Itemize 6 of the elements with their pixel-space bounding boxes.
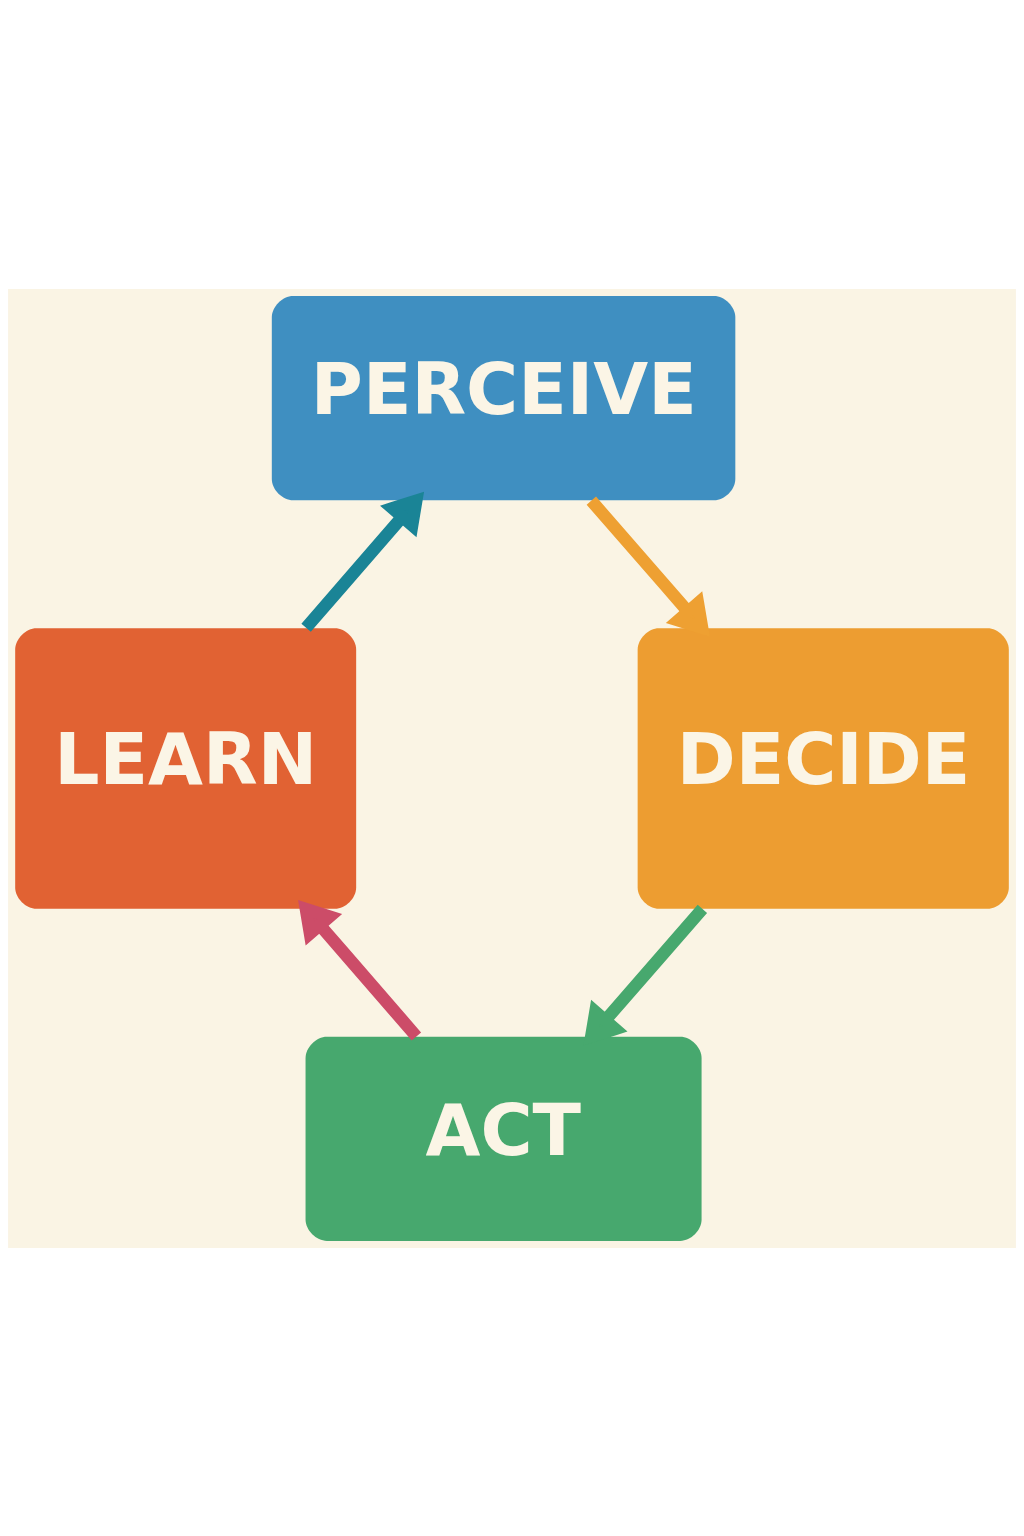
- node-box: PERCEIVE: [271, 295, 736, 500]
- node-box: DECIDE: [637, 627, 1009, 909]
- arrow: [298, 899, 422, 1041]
- node-box: LEARN: [15, 627, 357, 909]
- node-box: ACT: [305, 1036, 702, 1241]
- arrow: [301, 491, 425, 632]
